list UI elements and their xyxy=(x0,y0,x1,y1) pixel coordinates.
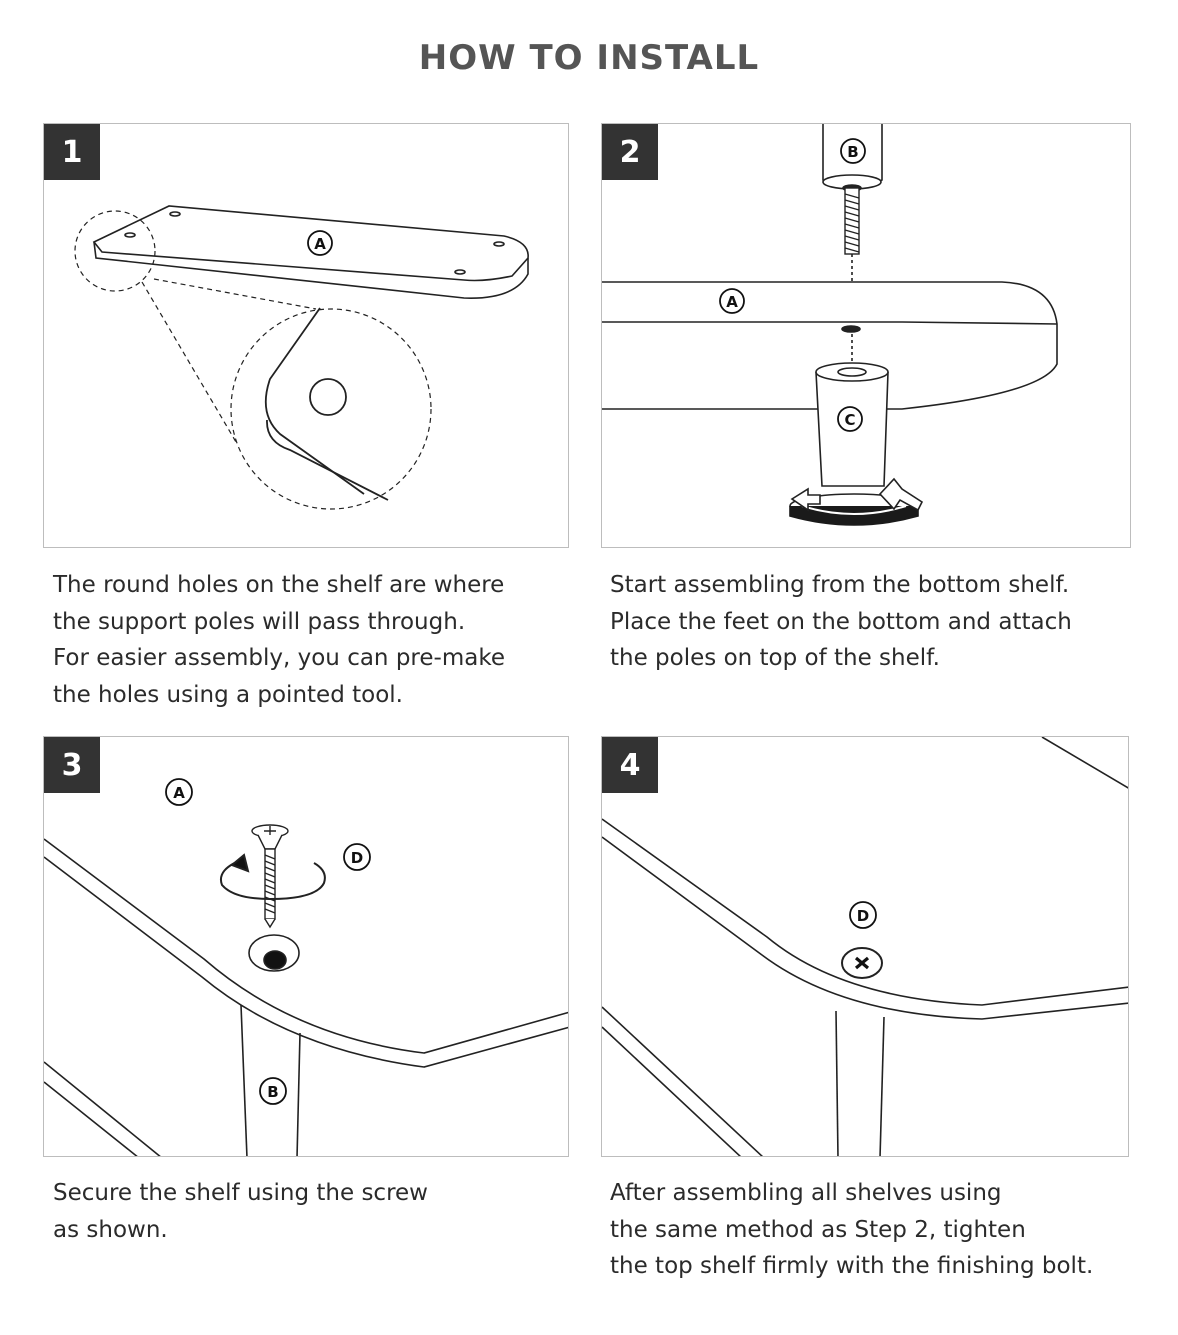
label-b: B xyxy=(847,143,858,161)
step-2-number-badge: 2 xyxy=(602,124,658,180)
step-2-illustration: B A C 2 xyxy=(601,123,1131,548)
caption-line: Secure the shelf using the screw xyxy=(53,1180,428,1206)
step-4-illustration: D 4 xyxy=(601,736,1129,1157)
step-2-caption: Start assembling from the bottom shelf. … xyxy=(610,567,1072,677)
step-1-drawing: A xyxy=(74,205,529,510)
caption-line: the top shelf firmly with the finishing … xyxy=(610,1253,1094,1279)
step-1-caption: The round holes on the shelf are where t… xyxy=(53,567,505,713)
label-d: D xyxy=(351,849,363,867)
step-3-number-badge: 3 xyxy=(44,737,100,793)
caption-line: The round holes on the shelf are where xyxy=(53,572,505,598)
step-1-illustration: A 1 xyxy=(43,123,569,548)
label-a: A xyxy=(314,235,326,253)
caption-line: Place the feet on the bottom and attach xyxy=(610,608,1072,635)
page-title: HOW TO INSTALL xyxy=(418,38,760,78)
step-4-caption: After assembling all shelves using the s… xyxy=(610,1175,1093,1285)
label-c: C xyxy=(844,411,855,429)
label-d: D xyxy=(857,907,869,925)
step-4-drawing: D xyxy=(602,737,1128,1156)
label-b: B xyxy=(267,1083,278,1101)
label-a: A xyxy=(173,784,185,802)
caption-line: the same method as Step 2, tighten xyxy=(610,1216,1026,1243)
screw xyxy=(251,824,289,929)
label-a-circle: A xyxy=(307,230,333,256)
threaded-rod xyxy=(844,187,860,255)
step-3-illustration: A D B 3 xyxy=(43,736,569,1157)
caption-line: Start assembling from the bottom shelf. xyxy=(610,572,1070,598)
caption-line: the poles on top of the shelf. xyxy=(610,645,940,671)
caption-line: For easier assembly, you can pre-make xyxy=(53,645,505,671)
step-1-number-badge: 1 xyxy=(44,124,100,180)
caption-line: the holes using a pointed tool. xyxy=(53,681,403,708)
caption-line: After assembling all shelves using xyxy=(610,1180,1002,1206)
caption-line: the support poles will pass through. xyxy=(53,608,466,635)
step-4-number-badge: 4 xyxy=(602,737,658,793)
label-a: A xyxy=(726,293,738,311)
step-3-caption: Secure the shelf using the screw as show… xyxy=(53,1175,428,1248)
step-2-drawing: B A C xyxy=(602,124,1058,526)
caption-line: as shown. xyxy=(53,1216,168,1243)
step-3-drawing: A D B xyxy=(44,778,568,1156)
